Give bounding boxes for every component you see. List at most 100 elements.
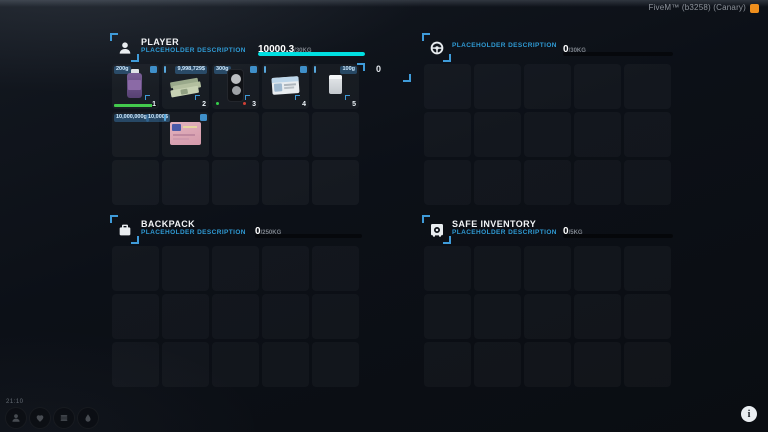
item-weight-badge: 10,000,000g xyxy=(114,114,149,122)
person-icon xyxy=(12,414,20,422)
inventory-slot[interactable]: 4 xyxy=(262,64,309,109)
inventory-slot[interactable] xyxy=(162,294,209,339)
inventory-slot[interactable] xyxy=(112,342,159,387)
hud-thirst-circle xyxy=(77,407,99,429)
inventory-slot[interactable]: 10,000,000g 10,000$ xyxy=(112,112,170,157)
durability-bar xyxy=(114,104,157,107)
fivem-watermark: FiveM™ (b3258) (Canary) xyxy=(648,3,746,12)
inventory-slot[interactable] xyxy=(112,246,159,291)
inventory-slot[interactable] xyxy=(262,246,309,291)
inventory-slot[interactable]: 100g 5 xyxy=(312,64,359,109)
inventory-slot[interactable] xyxy=(212,294,259,339)
corner-bracket xyxy=(422,33,430,41)
inventory-slot[interactable] xyxy=(424,342,471,387)
inventory-slot[interactable] xyxy=(574,342,621,387)
backpack-panel-description: PLACEHOLDER DESCRIPTION xyxy=(141,229,246,236)
inventory-slot[interactable] xyxy=(574,294,621,339)
inventory-slot[interactable] xyxy=(112,160,159,205)
hotkey-label: 3 xyxy=(252,101,256,108)
inventory-slot[interactable] xyxy=(524,246,571,291)
info-icon: i xyxy=(747,408,751,420)
inventory-slot[interactable] xyxy=(524,342,571,387)
item-weight-badge: 100g xyxy=(340,66,357,74)
inventory-slot[interactable] xyxy=(624,112,671,157)
corner-bracket xyxy=(443,54,451,62)
player-inventory-grid: 200g 1 9,998,729$ 2 xyxy=(112,64,359,205)
item-pink-card-image xyxy=(170,122,201,145)
steering-wheel-icon xyxy=(422,33,451,62)
inventory-slot[interactable] xyxy=(624,160,671,205)
player-panel-title: PLAYER xyxy=(141,37,180,47)
inventory-slot[interactable] xyxy=(574,112,621,157)
inventory-slot[interactable]: 9,998,729$ 2 xyxy=(162,64,209,109)
inventory-slot[interactable] xyxy=(474,160,521,205)
inventory-slot[interactable] xyxy=(474,294,521,339)
inventory-slot[interactable] xyxy=(524,112,571,157)
inventory-slot[interactable] xyxy=(474,246,521,291)
hotbar-indicator-icon xyxy=(200,114,207,121)
inventory-slot[interactable] xyxy=(574,64,621,109)
inventory-slot[interactable] xyxy=(524,294,571,339)
inventory-slot[interactable]: 300g 3 xyxy=(212,64,259,109)
inventory-slot[interactable] xyxy=(212,112,259,157)
safe-weight-display: 0/5KG xyxy=(563,226,583,237)
safe-panel-description: PLACEHOLDER DESCRIPTION xyxy=(452,229,557,236)
corner-bracket xyxy=(131,54,139,62)
hud-health-circle xyxy=(29,407,51,429)
inventory-slot[interactable] xyxy=(312,342,359,387)
inventory-slot[interactable]: 200g 1 xyxy=(112,64,159,109)
player-panel-description: PLACEHOLDER DESCRIPTION xyxy=(141,47,246,54)
inventory-slot[interactable] xyxy=(312,112,359,157)
hotkey-bracket xyxy=(195,95,200,100)
inventory-slot[interactable] xyxy=(162,246,209,291)
inventory-slot[interactable] xyxy=(212,246,259,291)
inventory-slot[interactable] xyxy=(524,160,571,205)
inventory-slot[interactable] xyxy=(524,64,571,109)
inventory-slot[interactable] xyxy=(162,112,209,157)
inventory-slot[interactable] xyxy=(424,64,471,109)
inventory-slot[interactable] xyxy=(424,246,471,291)
secondary-weight-bar xyxy=(563,52,673,56)
inventory-slot[interactable] xyxy=(262,342,309,387)
item-id-card-image xyxy=(271,76,300,95)
inventory-slot[interactable] xyxy=(624,246,671,291)
inventory-slot[interactable] xyxy=(424,294,471,339)
corner-bracket xyxy=(443,236,451,244)
inventory-slot[interactable] xyxy=(624,342,671,387)
inventory-slot[interactable] xyxy=(312,294,359,339)
item-amount-badge: 10,000$ xyxy=(146,114,170,122)
corner-bracket xyxy=(110,215,118,223)
hotbar-indicator-icon xyxy=(300,66,307,73)
inventory-slot[interactable] xyxy=(162,160,209,205)
item-weight-badge: 200g xyxy=(114,66,131,74)
inventory-slot[interactable] xyxy=(424,112,471,157)
info-button[interactable]: i xyxy=(741,406,757,422)
inventory-slot[interactable] xyxy=(162,342,209,387)
inventory-slot[interactable] xyxy=(212,342,259,387)
inventory-slot[interactable] xyxy=(312,160,359,205)
inventory-slot[interactable] xyxy=(624,294,671,339)
inventory-slot[interactable] xyxy=(474,112,521,157)
inventory-slot[interactable] xyxy=(574,160,621,205)
safe-icon xyxy=(422,215,451,244)
inventory-slot[interactable] xyxy=(262,294,309,339)
backpack-weight-bar xyxy=(255,234,362,238)
safe-weight-bar xyxy=(563,234,673,238)
inventory-slot[interactable] xyxy=(624,64,671,109)
inventory-slot[interactable] xyxy=(262,112,309,157)
inventory-slot[interactable] xyxy=(262,160,309,205)
inventory-slot[interactable] xyxy=(312,246,359,291)
inventory-slot[interactable] xyxy=(212,160,259,205)
hotkey-label: 1 xyxy=(152,101,156,108)
inventory-slot[interactable] xyxy=(474,64,521,109)
inventory-slot[interactable] xyxy=(112,294,159,339)
status-dot-green xyxy=(216,102,219,105)
transfer-count[interactable]: 0 xyxy=(376,64,382,74)
item-amount-badge: 9,998,729$ xyxy=(175,66,207,74)
inventory-slot[interactable] xyxy=(574,246,621,291)
inventory-slot[interactable] xyxy=(424,160,471,205)
heart-icon xyxy=(36,415,44,422)
player-weight-bar xyxy=(258,52,365,56)
slot-tick xyxy=(264,66,266,73)
inventory-slot[interactable] xyxy=(474,342,521,387)
